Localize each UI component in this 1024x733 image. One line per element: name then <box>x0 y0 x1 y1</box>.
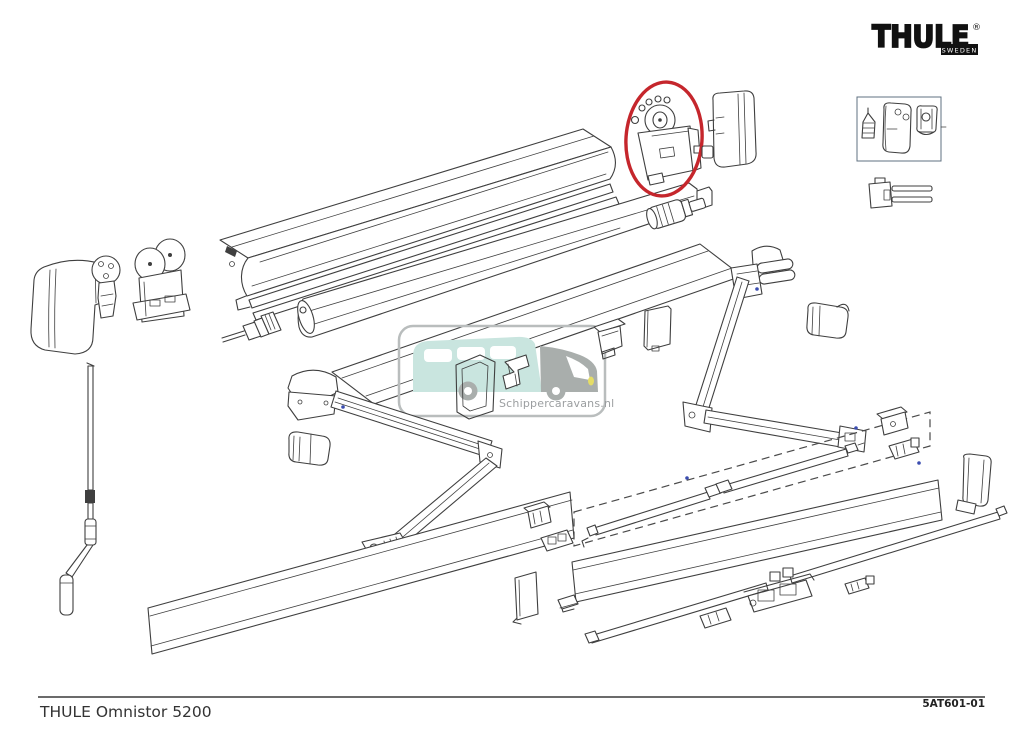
spring-pin-assembly <box>221 311 282 343</box>
right-arm-cover <box>806 302 850 339</box>
sweden-box <box>941 44 978 55</box>
roller-adapter <box>646 197 707 230</box>
drawing-number: 5AT601-01 <box>922 698 985 710</box>
thule-logo: THULE ® SWEDEN <box>871 19 981 56</box>
right-spring-arm <box>682 245 867 453</box>
blue-marks <box>341 287 921 480</box>
lead-rail <box>559 479 943 613</box>
angle-bracket-small <box>557 594 579 610</box>
registered-mark: ® <box>972 23 981 33</box>
step-bracket <box>502 354 530 390</box>
case-detail-lines <box>225 135 609 311</box>
support-bracket-mid <box>593 318 626 360</box>
right-end-cap <box>955 453 992 515</box>
highlight-ellipse <box>624 80 704 198</box>
watermark-windshield <box>566 356 590 380</box>
mid-block <box>540 529 574 552</box>
tension-rail-assembly <box>584 505 1008 644</box>
mount-bracket-right-1 <box>876 406 909 436</box>
gearbox-motor-unit <box>630 95 702 186</box>
fork-fitting-part <box>868 177 933 209</box>
clamp-part <box>916 105 938 136</box>
wheel-hub <box>464 387 472 395</box>
watermark-caravan-cab <box>540 346 598 392</box>
rail-clamp <box>699 607 732 629</box>
cone-plug-part <box>861 107 876 139</box>
crank-grip-band <box>85 490 95 503</box>
gearbox-end-cap <box>701 90 757 168</box>
bracket-plate-part <box>882 102 912 154</box>
rail-bracket-small <box>844 575 875 595</box>
left-arm-cover <box>288 431 331 466</box>
footer: THULE Omnistor 5200 5AT601-01 <box>38 696 985 721</box>
country-label: SWEDEN <box>942 47 978 55</box>
watermark-site-text: Schippercaravans.nl <box>499 397 614 410</box>
arm-elbow <box>682 401 713 433</box>
wall-frame-plate <box>455 354 496 420</box>
wheel-hub <box>552 387 560 395</box>
flat-cover-plate <box>512 571 539 625</box>
model-title: THULE Omnistor 5200 <box>39 703 212 721</box>
watermark-headlight <box>588 376 594 386</box>
watermark-border <box>397 324 607 418</box>
crank-handle <box>59 362 97 616</box>
rafter-rod-2 <box>715 442 865 494</box>
cover-plate-mid <box>643 305 672 352</box>
inset-kit-box <box>856 96 947 162</box>
mount-bracket-right-2 <box>888 437 920 460</box>
inset-border <box>856 96 942 162</box>
mid-bracket <box>523 501 552 529</box>
left-spring-arm <box>287 369 503 562</box>
lock-slider-block <box>743 573 815 613</box>
roller-tube <box>297 182 713 338</box>
watermark-windows <box>424 346 516 362</box>
gear-winch-unit <box>132 238 191 323</box>
left-end-cap <box>30 259 113 355</box>
front-panel <box>147 491 575 655</box>
winch-knob <box>91 255 121 319</box>
